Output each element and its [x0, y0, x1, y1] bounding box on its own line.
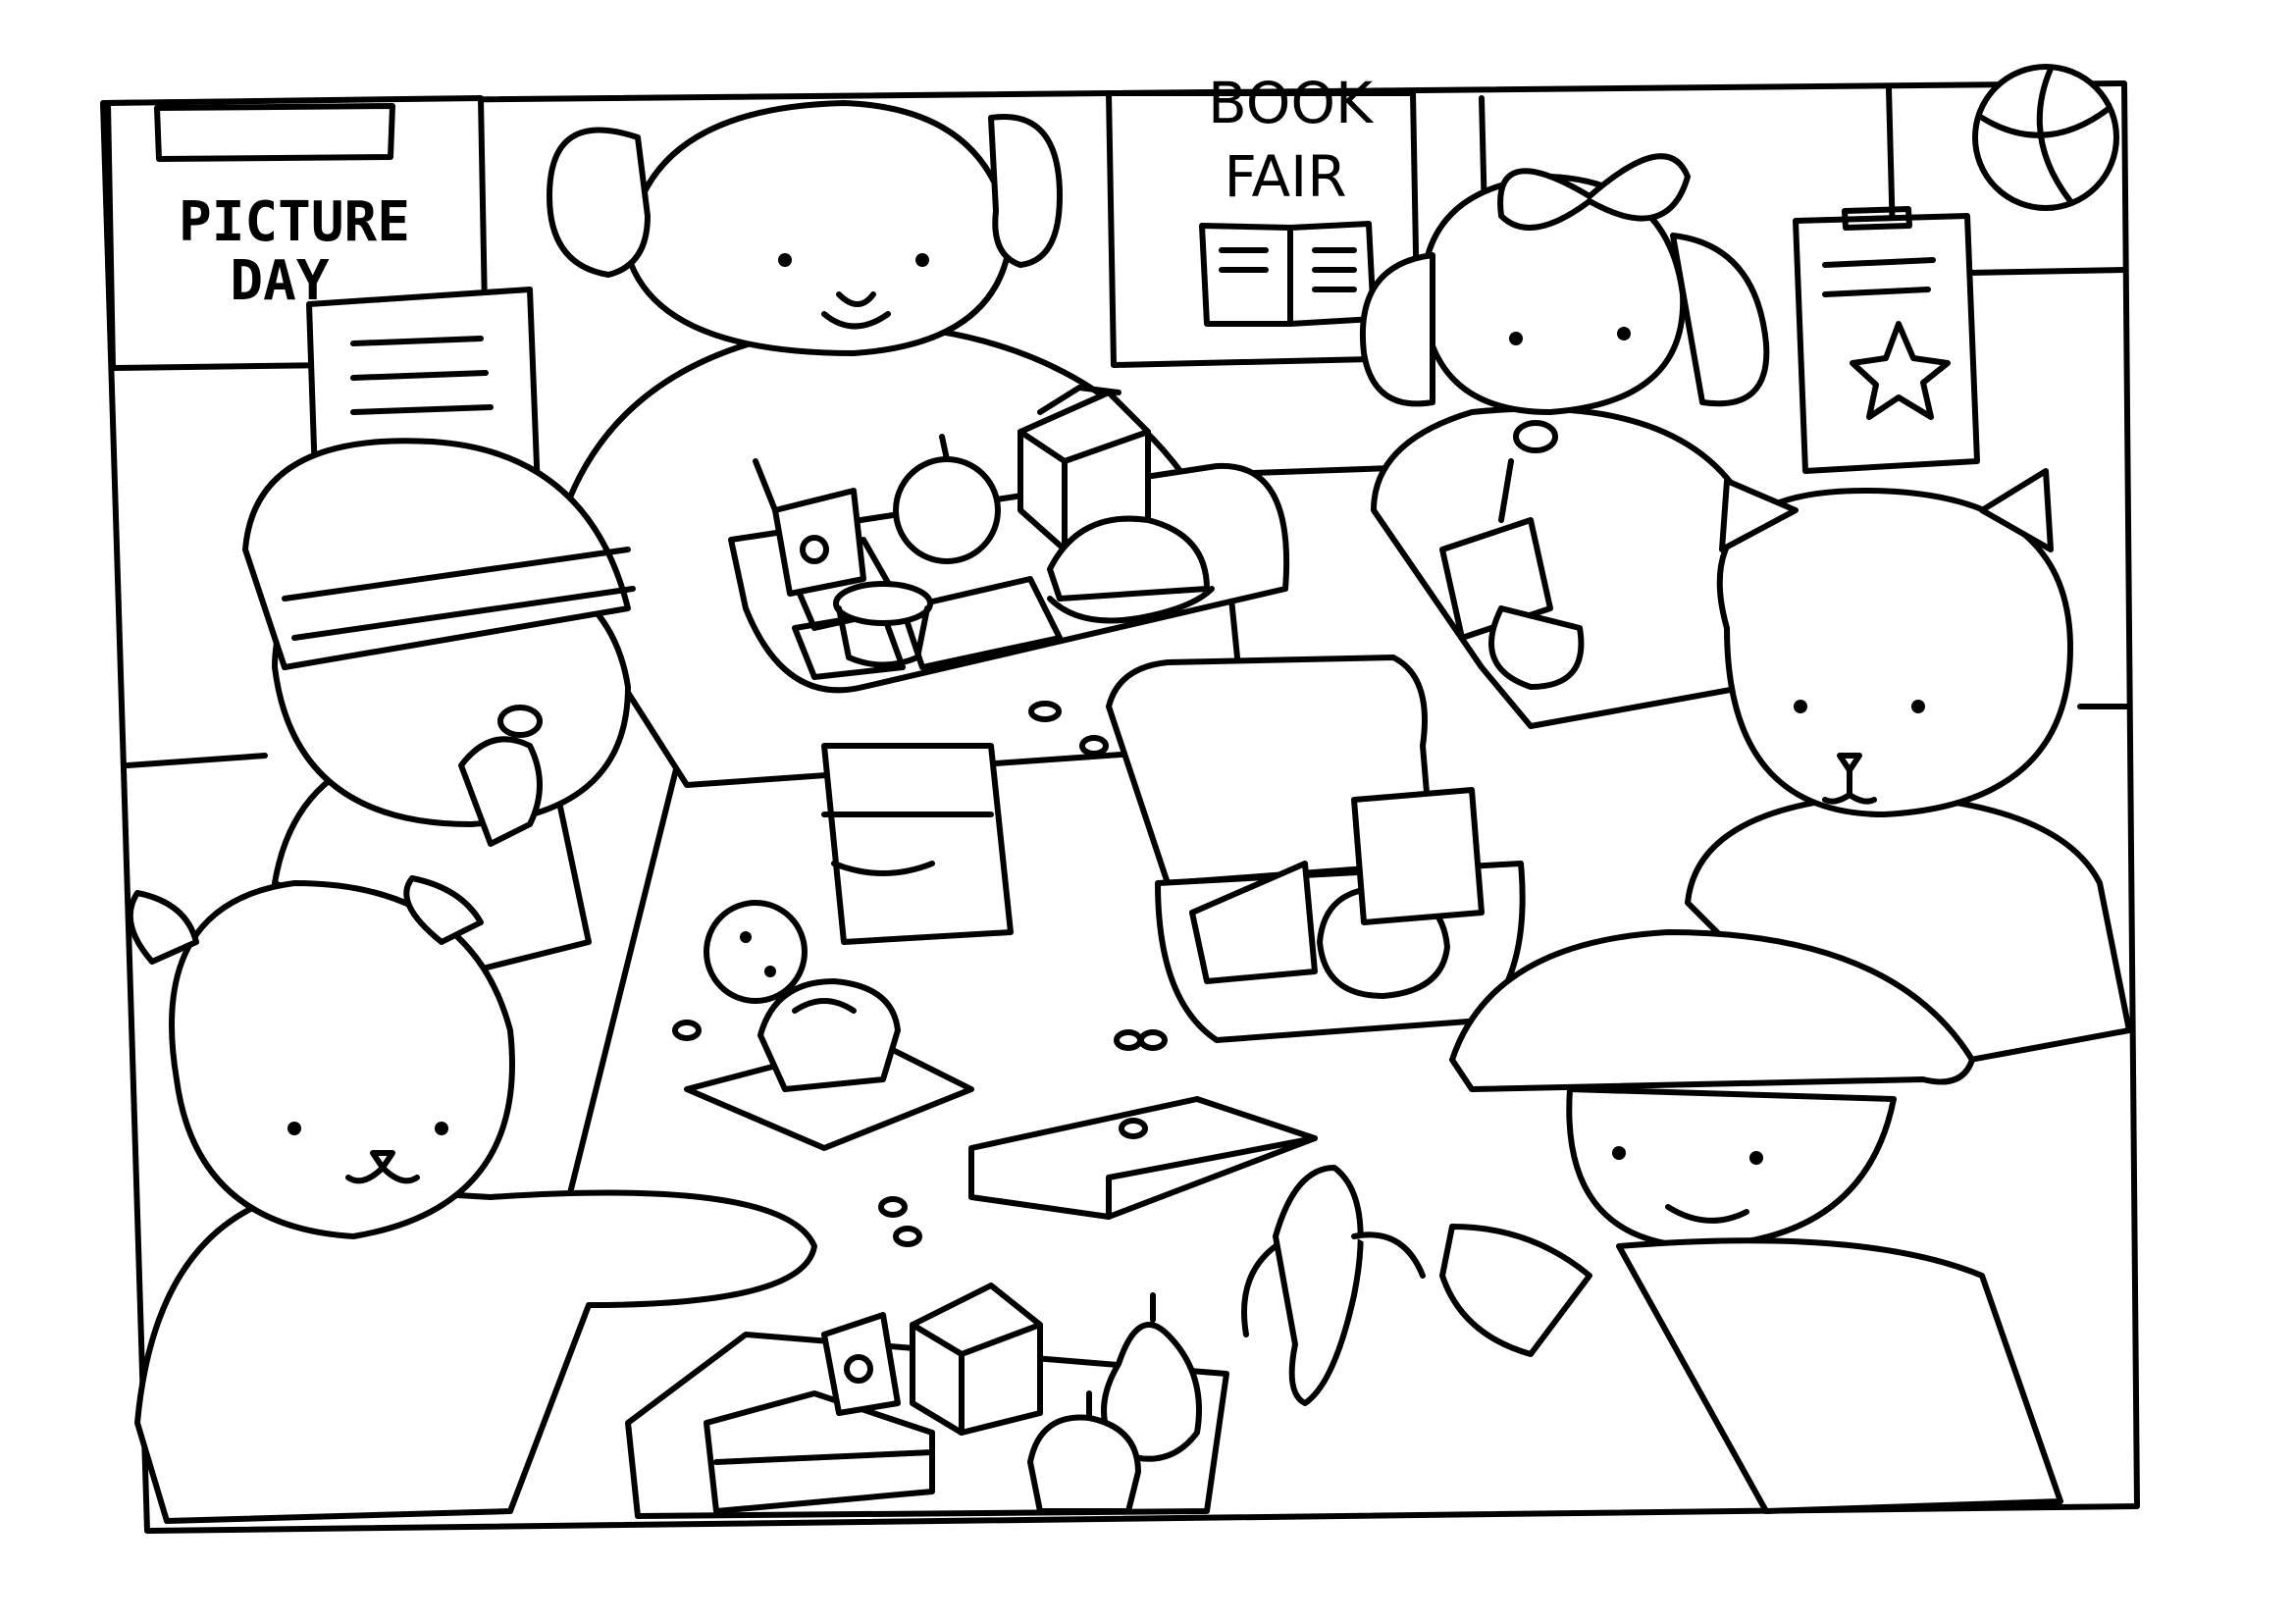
dog-lunch-tray	[728, 385, 1290, 694]
sandwich-icon	[704, 1390, 935, 1514]
picture-day-line1: PICTURE	[179, 190, 410, 254]
dog-right-ear	[988, 114, 1063, 268]
cookie-icon	[704, 900, 808, 1004]
juice-pouch-icon	[753, 458, 866, 597]
paper-lunch-bag-icon	[821, 743, 1014, 945]
photo-frame-icon	[154, 103, 395, 162]
beanie-hat-icon	[242, 438, 631, 670]
poodle-left-ear	[1359, 252, 1435, 407]
star-icon	[1850, 321, 1951, 420]
dog-left-ear	[547, 127, 651, 278]
milk-carton-front-icon	[910, 1283, 1043, 1436]
cake-slice-icon	[968, 1096, 1318, 1220]
orange-icon	[893, 434, 1001, 564]
juice-box-icon	[1439, 458, 1553, 641]
page-frame	[100, 80, 2140, 1534]
front-lunch-tray	[625, 1283, 1229, 1519]
hair-bow-icon	[1497, 153, 1691, 231]
clipboard-star-poster	[1793, 206, 1980, 474]
table-crumbs	[672, 701, 1168, 1247]
banana-icon	[1241, 1165, 1426, 1406]
ball-icon	[1972, 64, 2119, 211]
book-fair-line2: FAIR	[1224, 143, 1346, 210]
poodle-character	[1359, 153, 1770, 729]
book-fair-line1: BOOK	[1208, 70, 1375, 136]
cat-right-ear	[1979, 468, 2054, 552]
cupcake-icon	[757, 978, 901, 1092]
juice-carton-icon	[1351, 787, 1485, 925]
pudding-cup-icon	[833, 581, 933, 668]
lunchbox-icon	[1106, 655, 1526, 1043]
lamb-bow-right-icon	[403, 875, 484, 945]
lamb-bow-left-icon	[127, 890, 199, 965]
open-book-icon	[1199, 221, 1377, 327]
lamb-character	[127, 875, 817, 1524]
juice-pouch-front-icon	[821, 1312, 901, 1416]
girl-sunhat-character	[1439, 929, 2063, 1514]
apple-front-icon	[1027, 1390, 1141, 1514]
poodle-right-ear	[1670, 233, 1770, 407]
cat-left-ear	[1719, 478, 1799, 552]
burger-icon	[1047, 515, 1215, 624]
